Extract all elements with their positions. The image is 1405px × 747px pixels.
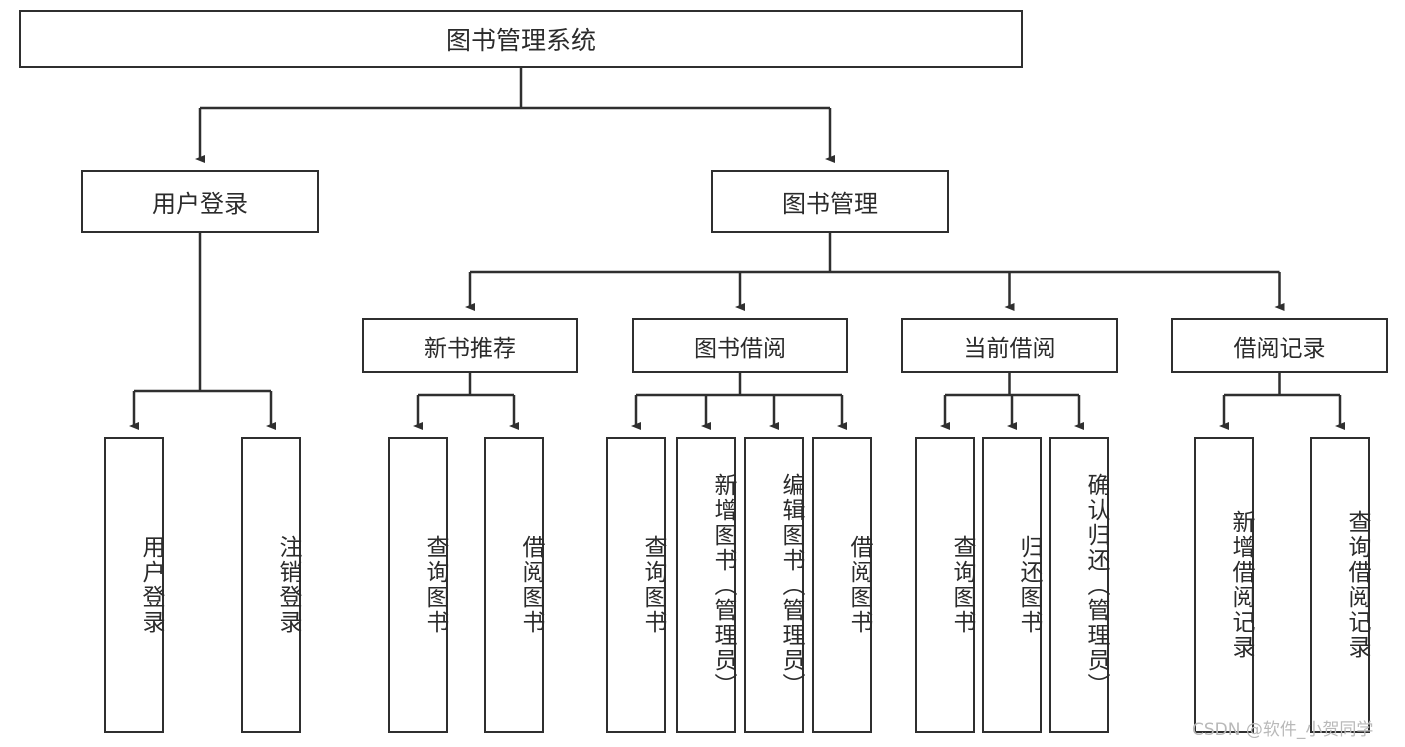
node-root[interactable]: 图书管理系统 [19, 10, 1023, 68]
node-leaf-query-record[interactable]: 查询借阅记录 [1310, 437, 1370, 733]
node-label: 当前借阅 [963, 335, 1056, 362]
node-leaf-borrow-book-2[interactable]: 借阅图书 [812, 437, 872, 733]
node-label: 查询图书 [640, 535, 666, 635]
node-label: 查询借阅记录 [1344, 510, 1370, 660]
watermark-label: CSDN @软件_小贺同学 [1192, 720, 1374, 740]
node-label: 查询图书 [949, 535, 975, 635]
node-leaf-query-book-1[interactable]: 查询图书 [388, 437, 448, 733]
node-label: 查询图书 [422, 535, 448, 635]
node-label: 图书借阅 [694, 335, 786, 362]
node-book-borrow[interactable]: 图书借阅 [632, 318, 848, 373]
node-label: 用户登录 [152, 190, 248, 218]
node-label: 新增借阅记录 [1228, 510, 1254, 660]
node-leaf-query-book-3[interactable]: 查询图书 [915, 437, 975, 733]
node-borrow-record[interactable]: 借阅记录 [1171, 318, 1388, 373]
node-label: 注销登录 [275, 535, 301, 635]
node-label: 借阅图书 [846, 535, 872, 635]
node-label: 新书推荐 [424, 335, 516, 362]
node-label: 新增图书（管理员） [710, 472, 736, 698]
node-leaf-borrow-book-1[interactable]: 借阅图书 [484, 437, 544, 733]
node-leaf-query-book-2[interactable]: 查询图书 [606, 437, 666, 733]
node-leaf-user-login[interactable]: 用户登录 [104, 437, 164, 733]
node-label: 用户登录 [138, 535, 164, 635]
node-label: 图书管理系统 [445, 26, 596, 55]
node-label: 图书管理 [782, 190, 878, 218]
node-user-login[interactable]: 用户登录 [81, 170, 319, 233]
node-leaf-confirm-return[interactable]: 确认归还（管理员） [1049, 437, 1109, 733]
node-leaf-add-record[interactable]: 新增借阅记录 [1194, 437, 1254, 733]
node-leaf-user-logout[interactable]: 注销登录 [241, 437, 301, 733]
node-label: 归还图书 [1016, 535, 1042, 635]
node-current-borrow[interactable]: 当前借阅 [901, 318, 1118, 373]
node-leaf-return-book[interactable]: 归还图书 [982, 437, 1042, 733]
node-label: 编辑图书（管理员） [778, 472, 804, 698]
node-label: 确认归还（管理员） [1083, 472, 1109, 698]
node-label: 借阅记录 [1233, 335, 1326, 362]
node-label: 借阅图书 [518, 535, 544, 635]
node-leaf-add-book[interactable]: 新增图书（管理员） [676, 437, 736, 733]
node-new-book-rec[interactable]: 新书推荐 [362, 318, 578, 373]
node-book-manage[interactable]: 图书管理 [711, 170, 949, 233]
node-leaf-edit-book[interactable]: 编辑图书（管理员） [744, 437, 804, 733]
